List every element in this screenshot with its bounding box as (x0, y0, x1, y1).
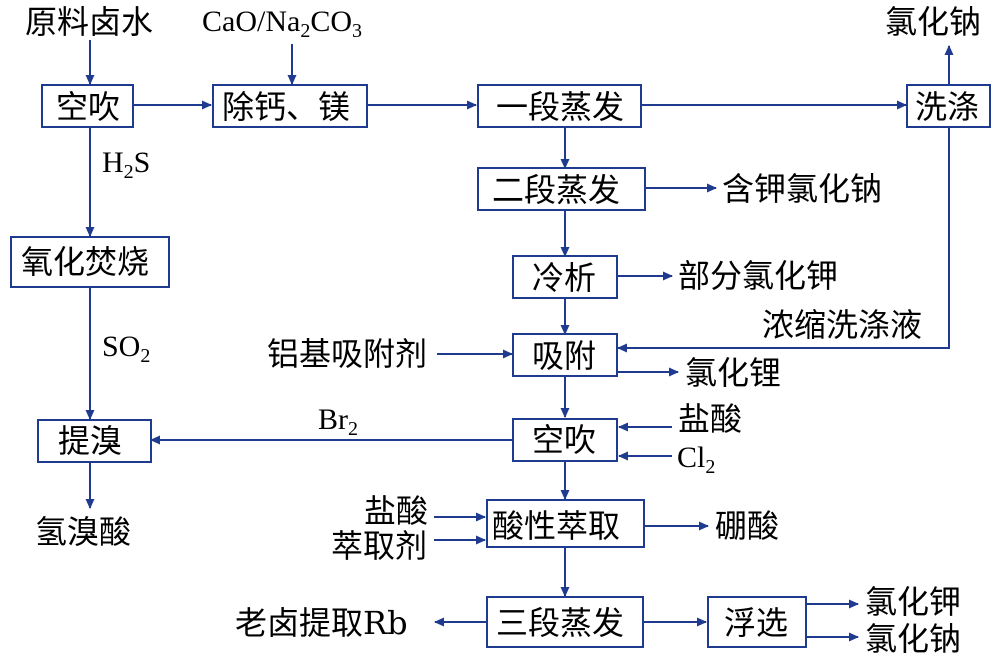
label-hcl-1: 盐酸 (678, 400, 742, 438)
reagent-sub-3: 3 (352, 20, 362, 42)
reagent-cao: CaO/Na (202, 5, 300, 38)
label-kcl-out: 氯化钾 (865, 583, 961, 621)
br2-sub-2: 2 (348, 418, 358, 440)
label-reagent: CaO/Na2CO3 (202, 5, 362, 42)
box-flotation (707, 596, 807, 648)
h2s-s: S (134, 146, 151, 179)
label-licl: 氯化锂 (685, 354, 781, 392)
box-evap-3 (486, 596, 644, 648)
box-cold-sep (512, 255, 618, 299)
label-wash: 洗涤 (915, 88, 979, 126)
box-oxid-burn (10, 236, 170, 288)
label-conc-wash: 浓缩洗涤液 (762, 306, 922, 344)
label-adsorb: 吸附 (532, 337, 596, 375)
labels: 原料卤水 CaO/Na2CO3 氯化钠 空吹 除钙、镁 一段蒸发 洗涤 H2S … (21, 3, 981, 658)
label-br2: Br2 (318, 403, 358, 440)
process-boxes (10, 84, 991, 648)
label-oxid-burn: 氧化焚烧 (21, 243, 149, 281)
h2s-h: H (102, 146, 124, 179)
label-extractant: 萃取剂 (331, 527, 427, 565)
label-k-nacl: 含钾氯化钠 (722, 170, 882, 208)
label-acid-extract: 酸性萃取 (492, 507, 620, 545)
label-al-adsorb: 铝基吸附剂 (267, 335, 427, 373)
cl2-cl: Cl (677, 441, 705, 474)
label-evap-2: 二段蒸发 (492, 171, 620, 209)
box-extract-br (37, 419, 152, 463)
cl2-sub-2: 2 (705, 456, 715, 478)
br2-br: Br (318, 403, 348, 436)
label-raw-brine: 原料卤水 (25, 3, 153, 41)
arrow-wash-to-adsorb (617, 127, 950, 353)
h2s-sub-2: 2 (124, 161, 134, 183)
box-air-blow-1 (41, 84, 134, 128)
box-remove-ca-mg (212, 84, 368, 128)
so2-sub-2: 2 (140, 345, 150, 367)
label-evap-3: 三段蒸发 (496, 604, 624, 642)
connectors (85, 40, 954, 642)
label-remove-ca-mg: 除钙、镁 (222, 88, 350, 126)
so2-so: SO (102, 330, 140, 363)
label-h2s: H2S (102, 146, 150, 183)
label-nacl-top: 氯化钠 (885, 3, 981, 41)
label-cl2: Cl2 (677, 441, 715, 478)
label-air-blow-1: 空吹 (56, 88, 120, 126)
box-air-blow-2 (512, 418, 618, 462)
label-old-brine-rb: 老卤提取Rb (235, 604, 408, 642)
label-evap-1: 一段蒸发 (496, 88, 624, 126)
label-hbr: 氢溴酸 (35, 513, 131, 551)
box-adsorb (512, 333, 618, 377)
label-nacl-out: 氯化钠 (865, 620, 961, 658)
label-part-kcl: 部分氯化钾 (678, 257, 838, 295)
reagent-co: CO (310, 5, 352, 38)
box-acid-extract (486, 499, 645, 548)
box-evap-2 (477, 167, 646, 211)
label-extract-br: 提溴 (58, 422, 122, 460)
label-hcl-2: 盐酸 (364, 492, 428, 530)
box-evap-1 (477, 84, 642, 128)
box-wash (906, 84, 991, 128)
label-flotation: 浮选 (724, 604, 788, 642)
label-so2: SO2 (102, 330, 150, 367)
label-air-blow-2: 空吹 (532, 421, 596, 459)
label-boric-acid: 硼酸 (715, 507, 779, 545)
label-cold-sep: 冷析 (532, 259, 596, 297)
reagent-sub-2: 2 (300, 20, 310, 42)
